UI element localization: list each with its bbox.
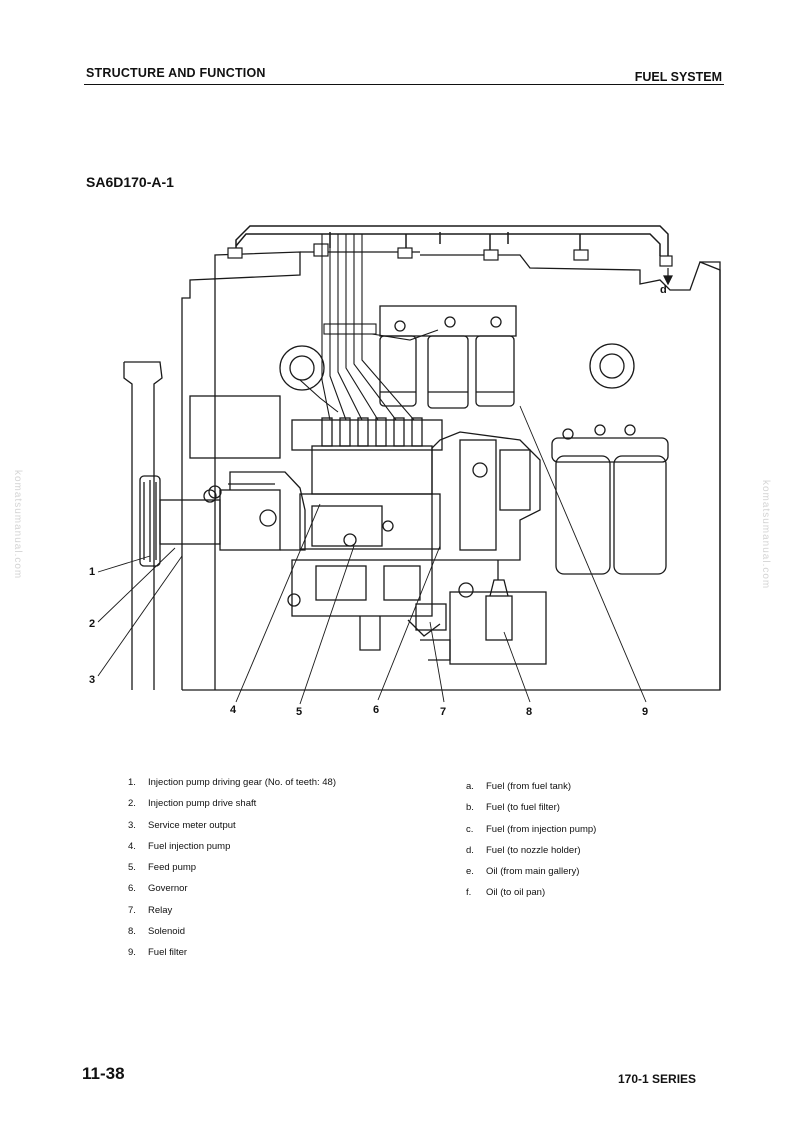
parts-legend: 1.Injection pump driving gear (No. of te… [128,776,428,968]
leader-lines [97,405,647,705]
callout-4: 4 [230,704,237,716]
nozzle-lines [235,225,669,258]
port-left [279,345,325,391]
parts-legend-item: 6.Governor [128,883,188,895]
solenoid-assembly [449,560,547,665]
parts-legend-item: 7.Relay [128,904,173,916]
callout-6: 6 [373,704,380,716]
header-rule [84,84,724,85]
watermark-right: komatsumanual.com [760,480,771,590]
lower-housing [291,559,433,617]
injection-pump-body [311,445,433,495]
flow-legend-item: a.Fuel (from fuel tank) [466,781,571,792]
flow-legend-item: b.Fuel (to fuel filter) [466,802,560,814]
drive-shaft [159,499,221,545]
injection-pipe-bundle [299,234,439,421]
parts-legend-item: 9.Fuel filter [128,947,188,959]
flow-legend-item: f.Oil (to oil pan) [466,887,546,899]
oil-filter-assembly [551,424,669,575]
callout-9: 9 [642,706,649,718]
parts-legend-item: 5.Feed pump [128,862,197,874]
series-label: 170-1 SERIES [618,1072,697,1086]
page-number: 11-38 [82,1064,125,1083]
flow-legend-item: c.Fuel (from injection pump) [466,823,597,835]
flow-legend-item: e.Oil (from main gallery) [466,866,580,878]
callout-8: 8 [526,706,533,718]
flow-legend: a.Fuel (from fuel tank) b.Fuel (to fuel … [466,780,726,908]
callout-2: 2 [89,618,96,630]
callout-3: 3 [89,674,96,686]
engine-model-label: SA6D170-A-1 [86,174,174,190]
watermark-left: komatsumanual.com [12,470,23,580]
fuel-filter-assembly [379,305,517,409]
governor-housing [431,431,541,561]
section-title: STRUCTURE AND FUNCTION [86,66,266,80]
callout-1: 1 [89,566,96,578]
parts-legend-item: 4.Fuel injection pump [128,840,231,852]
callout-d: d [660,284,667,296]
port-right [589,343,635,389]
relay-assembly [407,603,451,661]
chapter-title: FUEL SYSTEM [634,70,722,84]
flow-legend-item: d.Fuel (to nozzle holder) [466,844,581,856]
parts-legend-item: 2.Injection pump drive shaft [128,798,257,810]
callout-5: 5 [296,706,303,718]
callout-7: 7 [440,706,447,718]
parts-legend-item: 3.Service meter output [128,819,236,831]
parts-legend-item: 1.Injection pump driving gear (No. of te… [128,777,336,788]
parts-legend-item: 8.Solenoid [128,926,185,938]
